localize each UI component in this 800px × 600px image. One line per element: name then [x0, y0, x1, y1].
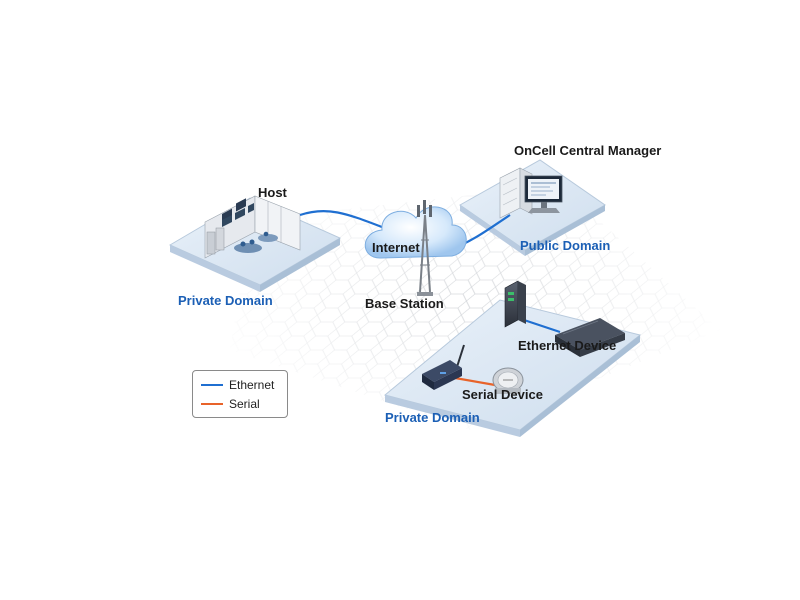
legend-box: Ethernet Serial	[192, 370, 288, 418]
legend-item-ethernet: Ethernet	[201, 377, 274, 393]
serial-device-meter-icon	[492, 367, 524, 394]
legend-item-serial: Serial	[201, 396, 260, 412]
legend-label: Serial	[229, 397, 260, 411]
legend-label: Ethernet	[229, 378, 275, 392]
serial-line-swatch	[201, 403, 223, 405]
internet-cloud-icon	[364, 206, 467, 259]
wireless-gateway-icon	[422, 344, 465, 390]
private-domain-bottom-label: Private Domain	[385, 410, 480, 425]
public-domain-label: Public Domain	[520, 238, 611, 253]
ethernet-line-swatch	[201, 384, 223, 386]
base-station-label: Base Station	[365, 296, 444, 311]
private-domain-left-label: Private Domain	[178, 293, 273, 308]
cellular-gateway-icon	[504, 280, 526, 328]
internet-label: Internet	[372, 240, 420, 255]
ethernet-device-label: Ethernet Device	[518, 338, 617, 353]
host-label: Host	[258, 185, 287, 200]
ethernet-device-icon	[555, 318, 625, 357]
serial-device-label: Serial Device	[462, 387, 543, 402]
base-station-tower-icon	[417, 200, 433, 296]
serial-link-gateway-device	[454, 376, 496, 387]
host-room-icon	[204, 195, 301, 259]
central-manager-monitor-icon	[524, 175, 563, 213]
central-manager-label: OnCell Central Manager	[514, 143, 662, 158]
